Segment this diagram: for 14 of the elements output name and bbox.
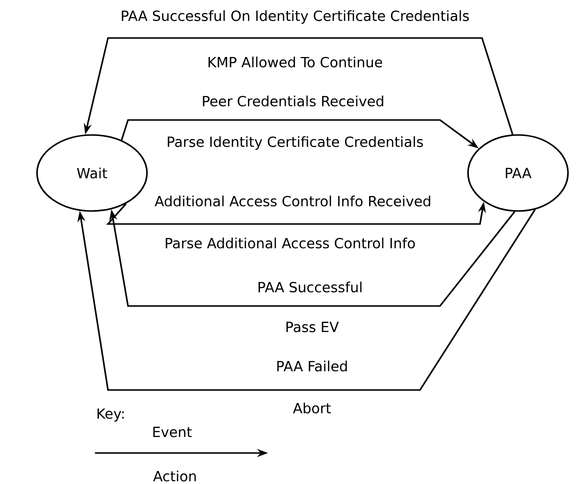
arrow bbox=[77, 209, 536, 391]
action-label: Parse Identity Certificate Credentials bbox=[168, 136, 423, 150]
key-label: Key: bbox=[98, 408, 124, 422]
edge-label: Additional Access Control Info Received bbox=[154, 196, 430, 206]
legend-label: Event bbox=[153, 426, 192, 438]
legend-label: Action bbox=[153, 470, 196, 482]
edge-label: PAA Successful bbox=[258, 282, 362, 292]
edge-label: PAA Successful On Identity Certificate Credentials bbox=[122, 10, 469, 24]
edge-label: PAA Failed bbox=[277, 360, 347, 372]
action-label: Parse Additional Access Control Info bbox=[166, 238, 415, 248]
action-label: KMP Allowed To Continue bbox=[208, 56, 382, 68]
action-label: Pass EV bbox=[286, 322, 339, 332]
edge-label: Peer Credentials Received bbox=[202, 96, 384, 106]
action-label: Abort bbox=[292, 402, 331, 414]
